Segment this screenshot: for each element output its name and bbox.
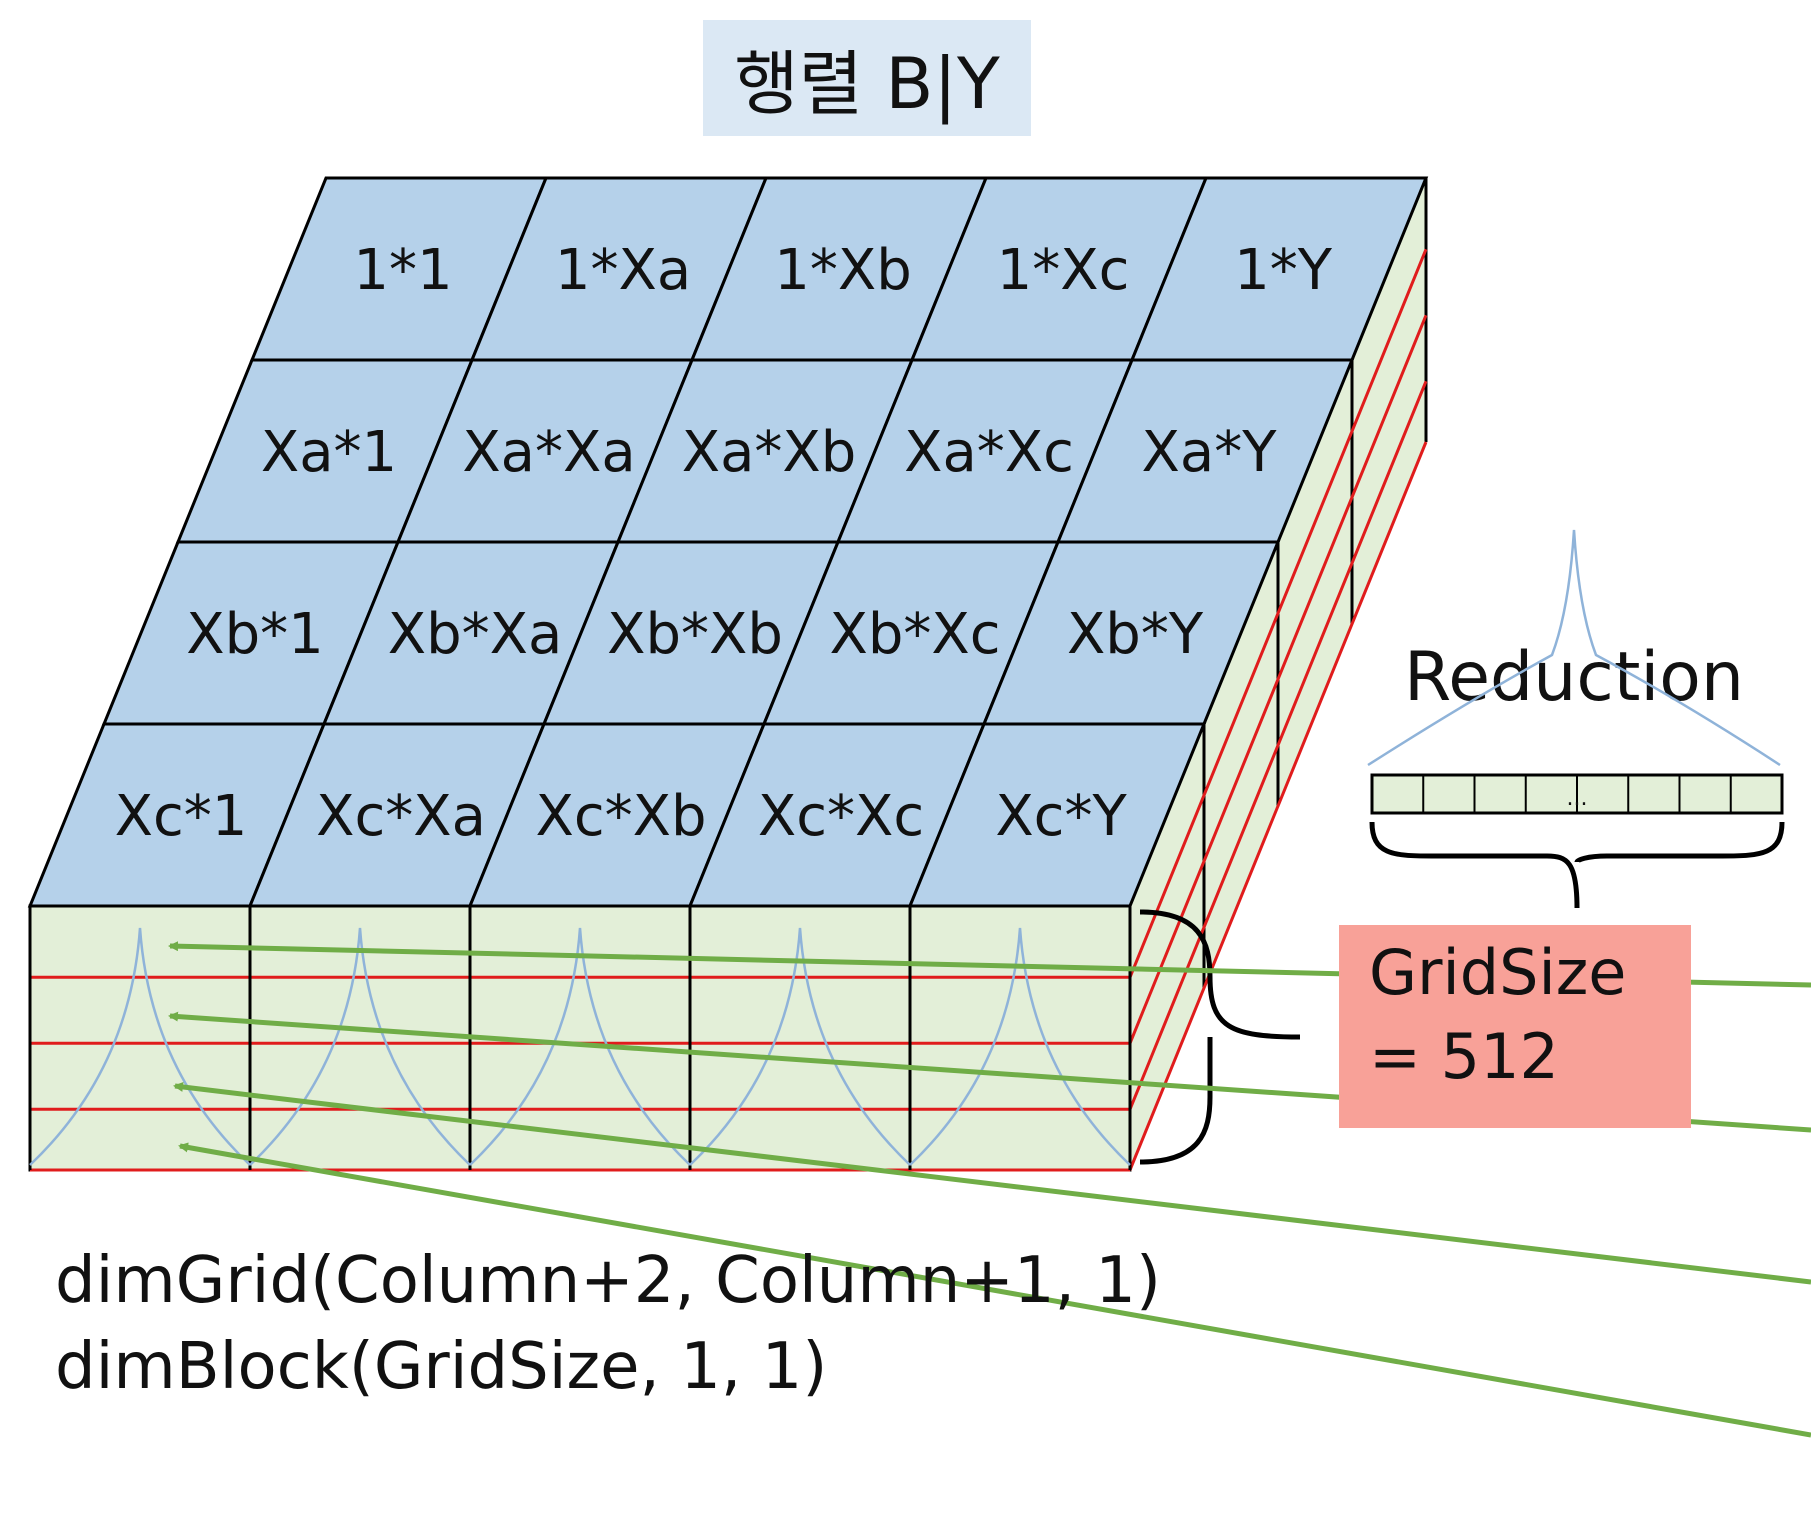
reduction-label: Reduction xyxy=(1404,638,1744,717)
grid-cell-label: Xc*Xc xyxy=(758,784,924,849)
reduction-peak-0 xyxy=(29,927,251,1166)
green-arrow-3 xyxy=(178,1142,1811,1438)
grid-cell-label: 1*Xa xyxy=(555,238,691,303)
grid-cell-label: Xc*Y xyxy=(995,784,1127,849)
grid-cell-label: 1*Xc xyxy=(997,238,1130,303)
grid-size-line2: = 512 xyxy=(1369,1020,1559,1093)
reduction-array-ellipsis: ... xyxy=(1567,786,1588,811)
reduction-group: Reduction ... xyxy=(1367,529,1785,909)
grid-cell-label: Xb*Xc xyxy=(829,602,1000,667)
grid-cell-label: Xa*1 xyxy=(261,420,397,485)
reduction-array-brace xyxy=(1369,821,1785,909)
reduction-peak-3 xyxy=(689,927,911,1166)
grid-cell-label: Xa*Xb xyxy=(682,420,857,485)
grid-cell-label: Xc*1 xyxy=(115,784,248,849)
green-arrow-2 xyxy=(173,1081,1811,1285)
code-line-dimblock: dimBlock(GridSize, 1, 1) xyxy=(55,1330,828,1404)
reduction-peak-4 xyxy=(909,927,1131,1166)
grid-cell-label: 1*Xb xyxy=(774,238,912,303)
grid-cell-label: Xa*Xc xyxy=(904,420,1074,485)
matrix-title: 행렬 B|Y xyxy=(703,20,1031,136)
code-block: dimGrid(Column+2, Column+1, 1) dimBlock(… xyxy=(55,1238,1161,1410)
reduction-peaks xyxy=(29,927,1131,1166)
grid-cell-label: Xb*1 xyxy=(186,602,324,667)
grid-cell-label: Xa*Xa xyxy=(462,420,635,485)
matrix-title-text: 행렬 B|Y xyxy=(734,42,1000,125)
grid-cell-label: 1*Y xyxy=(1234,238,1333,303)
grid-cell-label: Xc*Xa xyxy=(316,784,486,849)
grid-cell-label: Xb*Xa xyxy=(388,602,563,667)
red-layer-lines xyxy=(28,248,1428,1172)
side-red-line-1 xyxy=(1128,314,1428,1044)
grid-cell-label: Xc*Xb xyxy=(535,784,706,849)
reduction-spread-lines xyxy=(1367,529,1781,767)
code-line-dimgrid: dimGrid(Column+2, Column+1, 1) xyxy=(55,1244,1161,1318)
grid-top-face: 1*1 1*Xa 1*Xb 1*Xc 1*Y Xa*1 Xa*Xa Xa*Xb Xa*Xc Xa*… xyxy=(27,176,1429,908)
grid-size-line1: GridSize xyxy=(1369,936,1627,1009)
side-red-line-3 xyxy=(1128,441,1428,1171)
grid-size-box: GridSize = 512 xyxy=(1339,925,1691,1128)
grid-cell-label: 1*1 xyxy=(353,238,452,303)
grid-cell-label: Xa*Y xyxy=(1142,420,1278,485)
reduction-peak-2 xyxy=(469,927,691,1166)
grid-cell-label: Xb*Xb xyxy=(607,602,783,667)
grid-cell-label: Xb*Y xyxy=(1067,602,1204,667)
slab-curly-brace xyxy=(1139,909,1301,1165)
side-red-line-0 xyxy=(1128,248,1428,978)
side-red-line-2 xyxy=(1128,380,1428,1110)
